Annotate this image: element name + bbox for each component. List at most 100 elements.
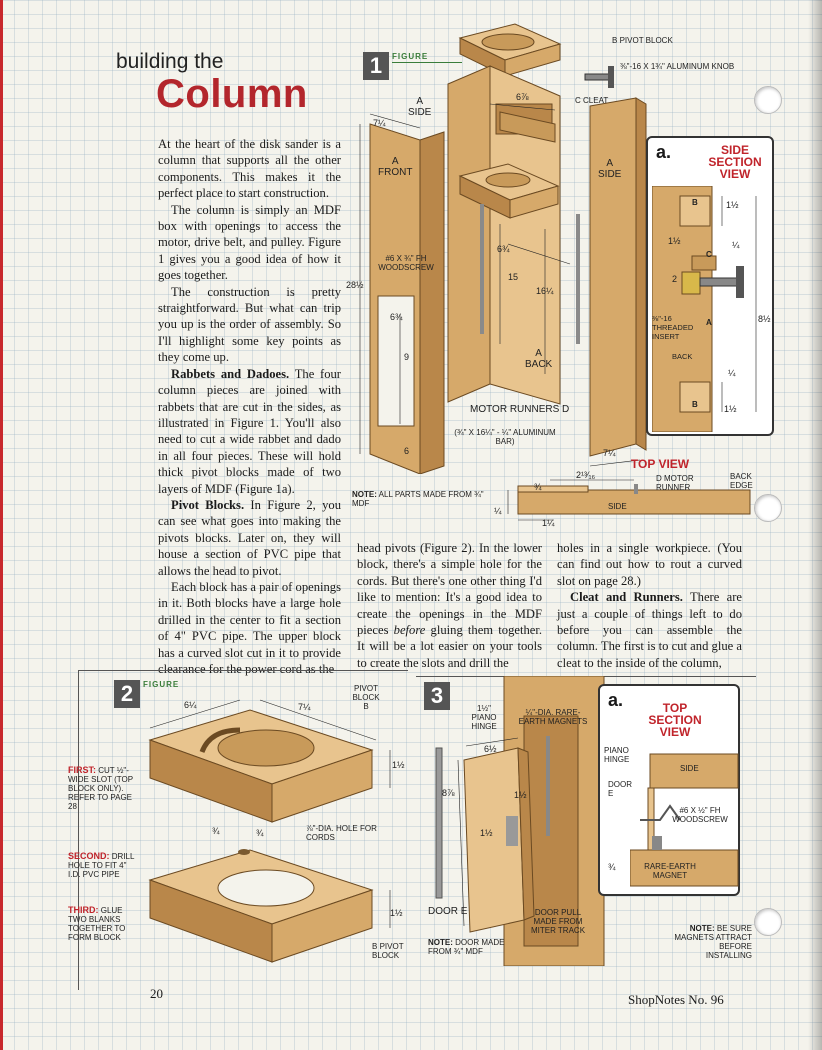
step-third: THIRD: GLUE TWO BLANKS TOGETHER TO FORM … bbox=[68, 905, 126, 943]
label-runner-spec: (¾" x 16¼" - ¼" ALUMINUM BAR) bbox=[454, 428, 556, 446]
dim-fig3-a: 1½ bbox=[514, 790, 527, 800]
figure-3a-title: TOP SECTION VIEW bbox=[648, 701, 702, 739]
page-shadow bbox=[808, 0, 822, 1050]
subhead: Cleat and Runners. bbox=[570, 590, 683, 605]
dim-top-d3: ¼ bbox=[494, 506, 502, 516]
label-3a-side: SIDE bbox=[680, 764, 699, 773]
figure-3a-drawing bbox=[630, 753, 739, 887]
dim-front-width: 7¼ bbox=[373, 118, 386, 128]
label-side-top: SIDE bbox=[608, 502, 627, 511]
dim-1a-d6: ¼ bbox=[728, 368, 736, 378]
dim-height: 28½ bbox=[346, 280, 364, 290]
binder-hole-bottom bbox=[754, 908, 782, 936]
label-piano-hinge: 1½" PIANO HINGE bbox=[471, 704, 497, 731]
figure-1a-letter: a. bbox=[656, 142, 672, 162]
label-threaded-insert: ⅜"-16 THREADED INSERT bbox=[652, 314, 694, 341]
callout-b-bottom: B bbox=[692, 400, 698, 409]
dim-fig2-w2: 7¼ bbox=[298, 702, 311, 712]
subhead: Pivot Blocks. bbox=[171, 497, 245, 512]
paragraph: holes in a single workpiece. (You can fi… bbox=[557, 541, 742, 588]
figure-3-note: NOTE: DOOR MADE FROM ¾" MDF bbox=[428, 938, 505, 956]
figure-2-drawing bbox=[148, 699, 391, 963]
title-kicker: building the bbox=[116, 50, 224, 73]
red-page-edge bbox=[0, 0, 3, 1050]
figure-1-word: FIGURE bbox=[392, 52, 429, 61]
dim-back-width: 6¾ bbox=[497, 244, 510, 254]
binder-hole-middle bbox=[754, 494, 782, 522]
figure-3a-letter: a. bbox=[608, 690, 624, 710]
figure-3-drawing bbox=[435, 676, 605, 966]
label-3a-magnet: RARE-EARTH MAGNET bbox=[644, 862, 696, 880]
dim-16: 16¼ bbox=[536, 286, 554, 296]
paragraph: Cleat and Runners. There are just a coup… bbox=[557, 590, 742, 670]
paragraph: At the heart of the disk sander is a col… bbox=[158, 137, 341, 201]
dim-opening-width: 6¾ bbox=[390, 312, 403, 322]
label-back-edge: BACK EDGE bbox=[730, 472, 753, 490]
figure-1a-drawing bbox=[652, 186, 757, 432]
text-column-1: At the heart of the disk sander is a col… bbox=[158, 136, 341, 677]
dim-15: 15 bbox=[508, 272, 519, 282]
dim-1a-d3: 2 bbox=[672, 274, 678, 284]
issue-label: ShopNotes No. 96 bbox=[628, 992, 724, 1007]
figure-3-number: 3 bbox=[424, 682, 450, 710]
label-motor-runners: MOTOR RUNNERS D bbox=[470, 404, 570, 415]
dim-opening-height: 9 bbox=[404, 352, 410, 362]
page-number: 20 bbox=[150, 986, 163, 1001]
figure-1a-title: SIDE SECTION VIEW bbox=[708, 143, 762, 181]
step-second: SECOND: DRILL HOLE TO FIT 4" I.D. PVC PI… bbox=[68, 851, 135, 880]
dim-fig2-w1: 6¼ bbox=[184, 700, 197, 710]
figure-2-frame bbox=[78, 670, 408, 990]
label-3a-hinge: PIANO HINGE bbox=[604, 746, 630, 764]
dim-cleat-width: 6⅞ bbox=[516, 92, 529, 102]
figure-1-number: 1 bbox=[363, 52, 389, 80]
dim-1a-d7: 1½ bbox=[724, 404, 737, 414]
figure-1-exploded-drawing bbox=[359, 23, 647, 474]
label-magnets: ¼"-DIA. RARE-EARTH MAGNETS bbox=[518, 708, 588, 726]
figure-2-word: FIGURE bbox=[143, 680, 180, 689]
text-column-2: head pivots (Figure 2). In the lower blo… bbox=[357, 540, 542, 671]
figure-1-rule bbox=[392, 62, 462, 63]
dim-3a: ¾ bbox=[608, 862, 616, 872]
paragraph: Rabbets and Dadoes. The four column piec… bbox=[158, 366, 341, 496]
label-door-pull: DOOR PULL MADE FROM MITER TRACK bbox=[530, 908, 586, 935]
paragraph: head pivots (Figure 2). In the lower blo… bbox=[357, 541, 542, 670]
label-motor-runner-top: D MOTOR RUNNER bbox=[656, 474, 694, 492]
label-knob: ⅜"-16 x 1¾" ALUMINUM KNOB bbox=[620, 62, 735, 71]
paragraph: Each block has a pair of openings in it.… bbox=[158, 579, 341, 676]
dim-fig3-h: 8⅞ bbox=[442, 788, 455, 798]
dim-fig3-b: 1½ bbox=[480, 828, 493, 838]
top-view-drawing bbox=[507, 479, 751, 521]
dim-top-d1: 2¹³⁄₁₆ bbox=[576, 470, 596, 480]
paragraph: The construction is pretty straightforwa… bbox=[158, 284, 341, 365]
dim-fig3-w: 6½ bbox=[484, 744, 497, 754]
callout-a: A bbox=[706, 318, 712, 327]
page-title: Column bbox=[156, 72, 308, 116]
label-back-1a: BACK bbox=[672, 352, 693, 361]
label-door: DOOR E bbox=[428, 906, 468, 917]
label-cleat: C CLEAT bbox=[575, 96, 609, 105]
dim-side-bottom: 7¼ bbox=[603, 448, 616, 458]
dim-fig2-b: ¾ bbox=[256, 828, 264, 838]
label-pivot-block-bottom: B PIVOT BLOCK bbox=[372, 942, 404, 960]
figure-2-number: 2 bbox=[114, 680, 140, 708]
paragraph: The column is simply an MDF box with ope… bbox=[158, 202, 341, 283]
subhead: Rabbets and Dadoes. bbox=[171, 366, 290, 381]
dim-fig2-h1: 1½ bbox=[392, 760, 405, 770]
dim-1a-d1: 1½ bbox=[726, 200, 739, 210]
dim-top-d4: 1¼ bbox=[542, 518, 555, 528]
top-view-title: TOP VIEW bbox=[630, 457, 690, 471]
step-first: FIRST: CUT ½"-WIDE SLOT (TOP BLOCK ONLY)… bbox=[68, 765, 133, 812]
binder-hole-top bbox=[754, 86, 782, 114]
dim-top-d2: ¾ bbox=[534, 482, 542, 492]
dim-1a-d5: 8½ bbox=[758, 314, 771, 324]
figure-1-note: NOTE: ALL PARTS MADE FROM ¾" MDF bbox=[352, 490, 484, 508]
dim-1a-d2: 1½ bbox=[668, 236, 681, 246]
text-column-3: holes in a single workpiece. (You can fi… bbox=[557, 540, 742, 671]
dim-fig2-h2: 1½ bbox=[390, 908, 403, 918]
